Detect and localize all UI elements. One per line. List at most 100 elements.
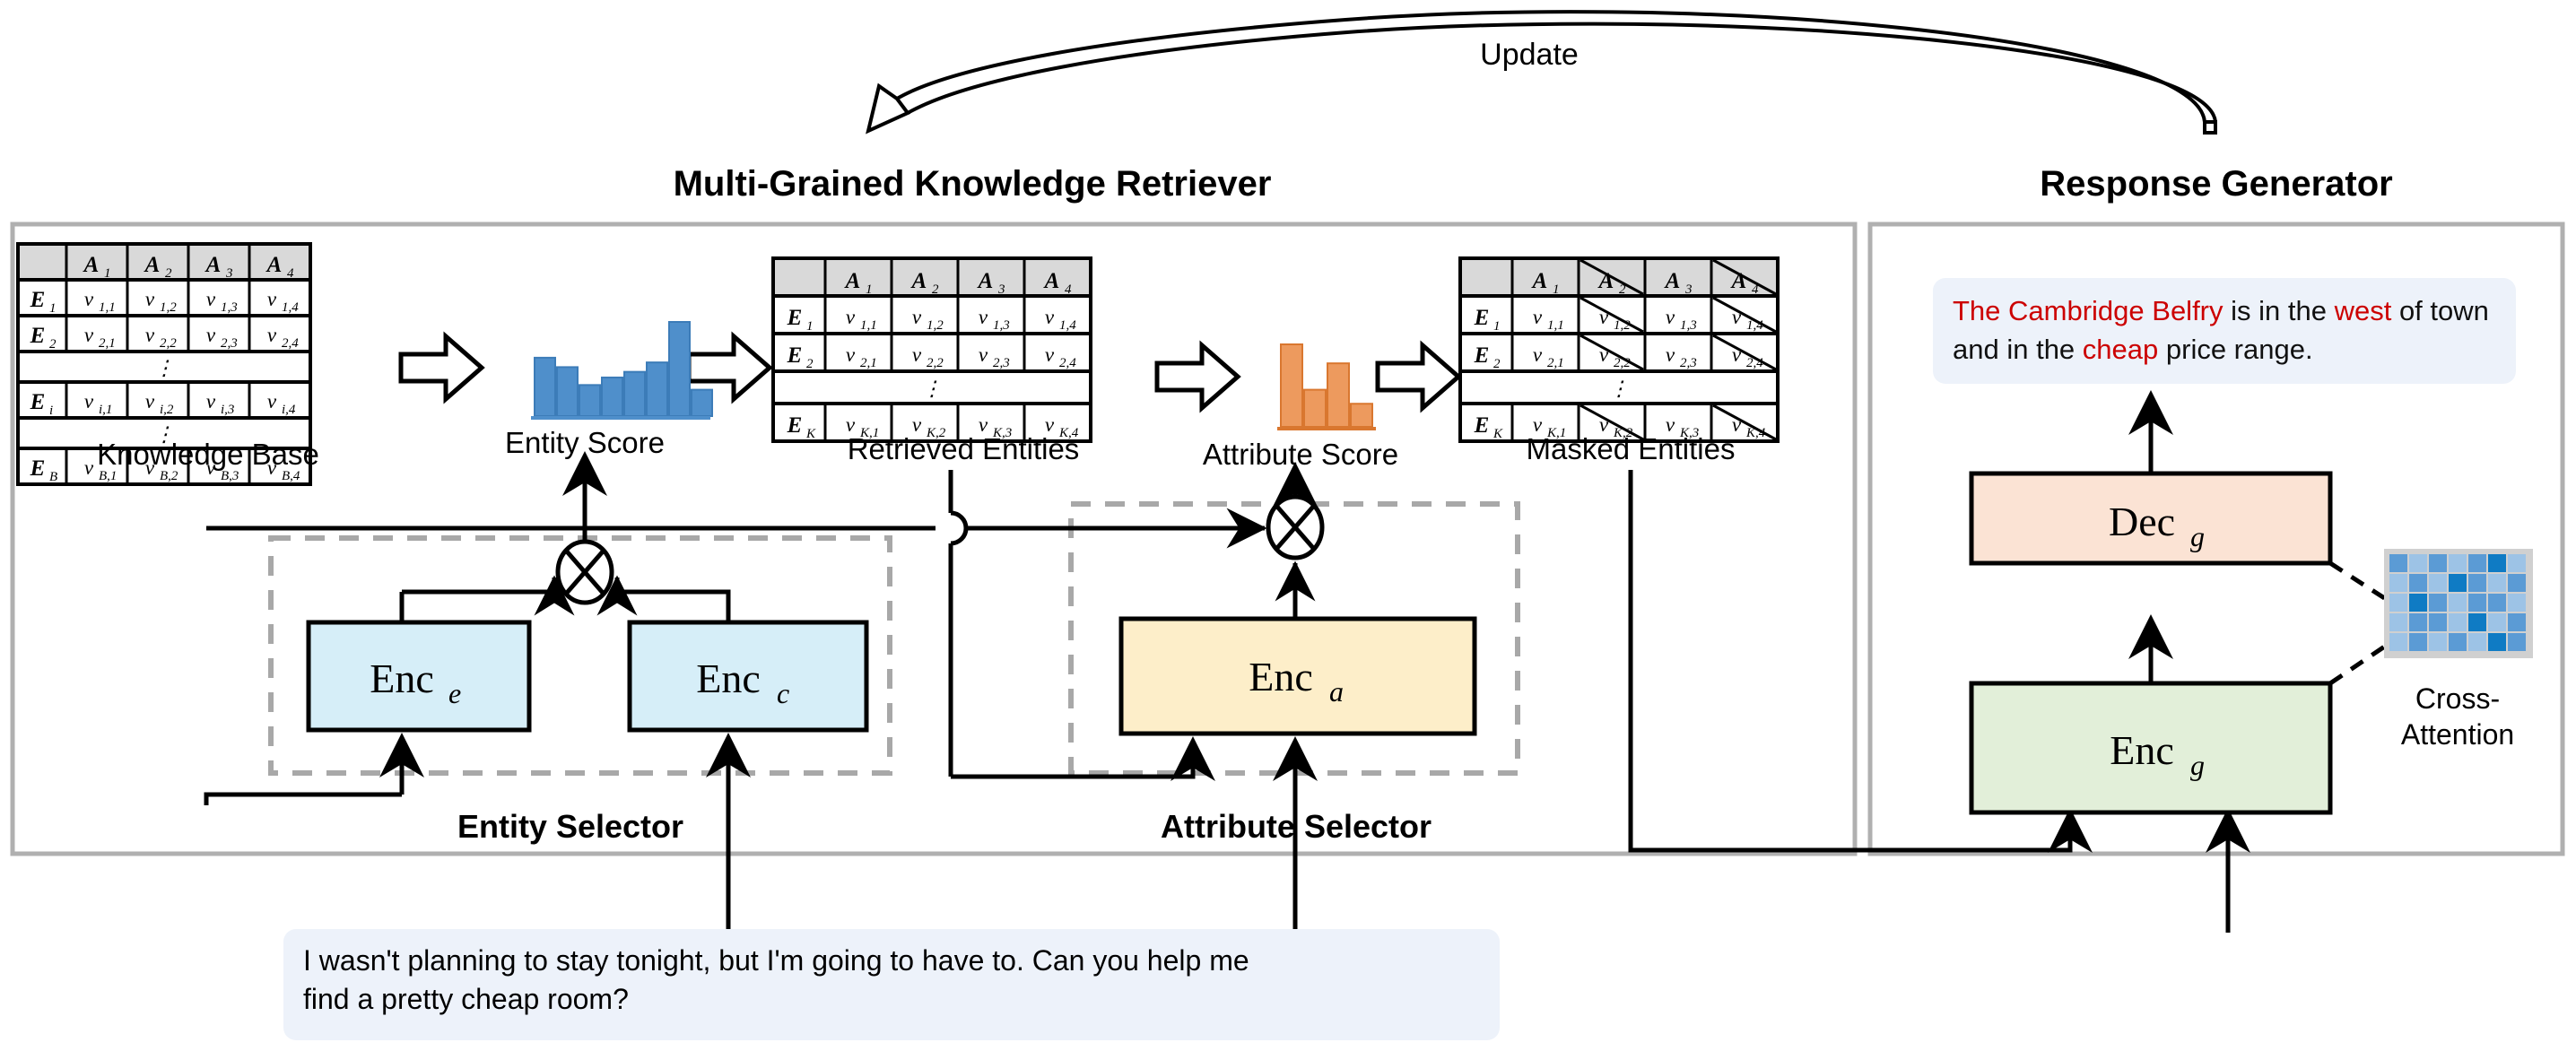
attribute-score-chart (1277, 343, 1376, 430)
table-cell: v (84, 324, 94, 346)
heatmap-cell (2389, 633, 2407, 651)
enc-e-subscript: e (448, 677, 461, 709)
svg-text:2,4: 2,4 (1059, 356, 1076, 370)
heatmap-cell (2488, 633, 2506, 651)
heatmap-cell (2409, 613, 2427, 631)
svg-text:B,1: B,1 (99, 469, 117, 483)
svg-text:4: 4 (287, 266, 294, 281)
svg-text:2: 2 (932, 282, 939, 297)
bar (601, 376, 623, 418)
multiply-circle-icon (555, 539, 614, 605)
heatmap-cell (2389, 613, 2407, 631)
table-cell: v (1666, 413, 1675, 436)
table-cell: v (145, 390, 155, 413)
table-cell: v (1533, 306, 1543, 328)
entity-score-chart (531, 321, 713, 420)
heatmap-cell (2449, 554, 2467, 572)
svg-text:1,3: 1,3 (221, 300, 238, 315)
table-cell: v (1732, 306, 1742, 328)
table-cell: v (206, 456, 216, 479)
bar (579, 384, 601, 418)
table-cell: v (84, 456, 94, 479)
block-arrow-right-icon (686, 331, 773, 404)
heatmap-cell (2508, 594, 2526, 612)
table-cell: v (1045, 306, 1055, 328)
bar (1327, 362, 1350, 428)
heatmap-cell (2508, 574, 2526, 592)
heatmap-cell (2449, 574, 2467, 592)
table-cell: v (846, 413, 856, 436)
table-cell: v (84, 390, 94, 413)
table-cell: v (979, 413, 988, 436)
cross-attention-label-line2: Attention (2401, 718, 2514, 751)
user-utterance-line2: find a pretty cheap room? (303, 982, 629, 1015)
svg-text:1: 1 (49, 301, 57, 316)
svg-text:2,2: 2,2 (927, 356, 944, 370)
svg-text:3: 3 (225, 266, 233, 281)
heatmap-cell (2468, 554, 2486, 572)
retrieved-entities-caption: Retrieved Entities (848, 432, 1080, 465)
table-column-header: A (83, 253, 100, 277)
wiring-generator (1628, 390, 2250, 933)
table-cell: v (145, 324, 155, 346)
enc-c-subscript: c (777, 677, 789, 709)
enc-a-label: Enc (1249, 654, 1313, 699)
mask-strike-icon (1580, 296, 1644, 334)
heatmap-cell (2488, 574, 2506, 592)
mask-strike-icon (1712, 404, 1777, 441)
table-row-label: E (30, 456, 46, 481)
entity-selector-region (268, 535, 892, 776)
dec-g-block[interactable]: Dec g (1969, 471, 2333, 566)
svg-text:K,3: K,3 (1679, 426, 1699, 440)
enc-a-block[interactable]: Enc a (1118, 616, 1477, 736)
svg-text:2,3: 2,3 (1680, 356, 1697, 370)
table-cell: v (1666, 306, 1675, 328)
enc-g-block[interactable]: Enc g (1969, 681, 2333, 815)
table-cell: v (206, 288, 216, 310)
table-cell: v (267, 456, 277, 479)
table-row-label: E (30, 324, 46, 348)
table-row-label: E (30, 390, 46, 414)
table-cell: v (1599, 343, 1609, 366)
table-cell: v (267, 288, 277, 310)
table-cell: v (846, 306, 856, 328)
bar (1303, 388, 1327, 429)
svg-text:⋮: ⋮ (922, 378, 943, 400)
enc-e-label: Enc (370, 656, 434, 701)
table-cell: v (1732, 413, 1742, 436)
svg-text:4: 4 (1065, 282, 1072, 297)
dec-g-subscript: g (2190, 520, 2205, 552)
update-arrow (866, 10, 2217, 135)
table-cell: v (145, 288, 155, 310)
svg-text:1: 1 (866, 282, 873, 297)
svg-text:2: 2 (165, 266, 172, 281)
svg-text:1,2: 1,2 (160, 300, 177, 315)
svg-text:2,2: 2,2 (160, 336, 177, 351)
enc-g-label: Enc (2110, 727, 2174, 773)
svg-text:1,1: 1,1 (860, 318, 877, 333)
table-cell: v (267, 390, 277, 413)
enc-e-block[interactable]: Enc e (306, 620, 532, 733)
heatmap-cell (2449, 594, 2467, 612)
heatmap-cell (2468, 613, 2486, 631)
response-segment: of town and in the (1953, 295, 2489, 365)
masked-entities-caption: Masked Entities (1527, 432, 1736, 465)
multiply-circle-icon (1266, 494, 1325, 560)
svg-text:B,3: B,3 (221, 469, 239, 483)
response-segment: The Cambridge Belfry (1953, 295, 2224, 326)
bar (691, 388, 713, 418)
heatmap-cell (2468, 574, 2486, 592)
response-text: The Cambridge Belfry is in the west of t… (1933, 278, 2516, 384)
enc-c-block[interactable]: Enc c (627, 620, 869, 733)
svg-text:K: K (1493, 427, 1503, 441)
wiring-entity-selector (204, 451, 751, 933)
svg-text:2: 2 (49, 337, 57, 352)
response-bubble: The Cambridge Belfry is in the west of t… (1933, 278, 2516, 384)
block-arrow-right-icon (1154, 340, 1241, 413)
response-segment: west (2334, 295, 2392, 326)
table-cell: v (206, 390, 216, 413)
svg-text:2,1: 2,1 (860, 356, 877, 370)
heatmap-cell (2429, 574, 2447, 592)
table-column-header: A (910, 269, 927, 293)
